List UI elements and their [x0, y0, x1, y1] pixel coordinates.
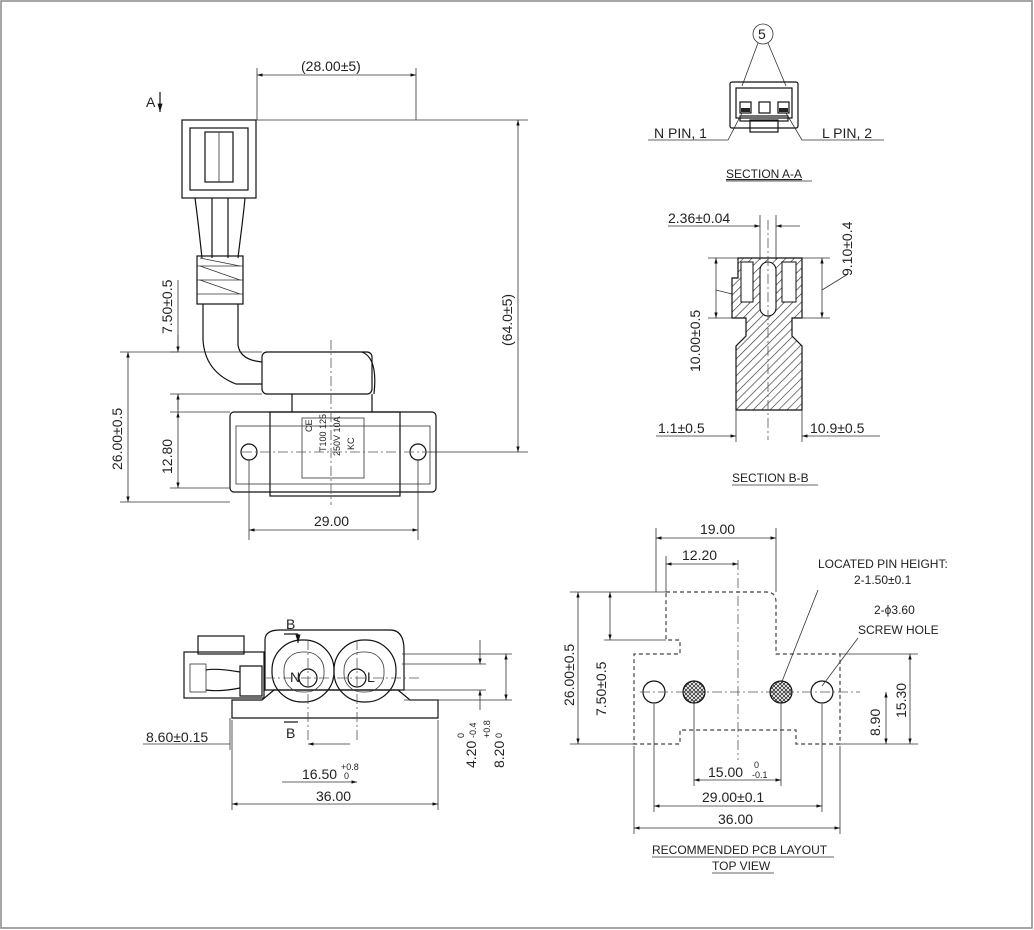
svg-text:CE: CE: [304, 419, 314, 432]
dim-pcb-left-inner: 7.50±0.5: [593, 661, 609, 716]
dim-top-right-1-tol-upper: 0: [456, 733, 466, 738]
label-n: N: [290, 669, 300, 685]
svg-text:KC: KC: [346, 437, 356, 450]
pin-note-1: LOCATED PIN HEIGHT:: [818, 557, 948, 571]
dim-pcb-pins: 15.00: [708, 764, 743, 780]
front-view: A CE T100 125 250V 10A KC: [109, 58, 528, 540]
dim-pcb-top-2: 12.20: [682, 547, 717, 563]
dim-front-bottom: 29.00: [314, 513, 349, 529]
connector-inner: [189, 127, 249, 191]
dim-top-right-2-tol-upper: +0.8: [482, 720, 492, 738]
wire-bend: [202, 304, 263, 385]
top-view: N L B B 8.60±0.15 16.50 +0.8 0 36.00: [143, 616, 512, 810]
dim-top-right-2-tol-lower: 0: [494, 733, 504, 738]
base-center: [269, 411, 401, 497]
pin-note-2: 2-1.50±0.1: [854, 573, 912, 587]
l-contact: [347, 668, 367, 688]
l-pin-slot: [777, 101, 790, 114]
connector-housing: [181, 119, 257, 199]
hole-note-1: 2-ϕ3.60: [874, 603, 915, 617]
dim-pcb-pins-tol-upper: 0: [754, 760, 759, 770]
view-arrow-label: A: [146, 94, 156, 110]
top-body: [264, 629, 405, 691]
top-base: [231, 689, 439, 719]
dim-top-middle-tol-lower: 0: [344, 771, 349, 781]
top-connector-cap: [197, 635, 245, 655]
dim-pcb-pins-tol-lower: -0.1: [752, 770, 768, 780]
balloon-5: [752, 23, 774, 45]
dim-b-right: 9.10±0.4: [839, 221, 855, 276]
dim-b-left-bottom: 1.1±0.5: [658, 420, 705, 436]
dim-pcb-top-1: 19.00: [700, 521, 735, 537]
dim-front-total-height: (64.0±5): [499, 294, 515, 346]
dim-front-left-lower: 12.80: [159, 439, 175, 474]
l-pin-label: L PIN, 2: [822, 125, 872, 141]
pcb-outline: [633, 591, 841, 745]
dim-front-left-total: 26.00±0.5: [109, 408, 125, 470]
dim-top-bottom: 36.00: [316, 788, 351, 804]
socket-housing: [729, 81, 799, 129]
balloon-label: 5: [758, 26, 766, 42]
n-pin-label: N PIN, 1: [654, 125, 707, 141]
dim-front-left-upper: 7.50±0.5: [159, 279, 175, 334]
section-a-a: 5 N PIN, 1 L PIN, 2 SECTION A-A: [648, 23, 884, 182]
section-a-a-title: SECTION A-A: [726, 167, 802, 181]
dim-b-width: 2.36±0.04: [668, 210, 730, 226]
section-mark-b-bottom: B: [286, 725, 295, 741]
n-pin-slot: [739, 101, 752, 114]
top-connector: [183, 651, 265, 699]
dim-pcb-total: 36.00: [718, 811, 753, 827]
dim-pcb-right-1: 8.90: [867, 709, 883, 736]
svg-text:250V 10A: 250V 10A: [332, 416, 342, 456]
dim-pcb-left-total: 26.00±0.5: [561, 644, 577, 706]
dim-top-right-1-tol-lower: -0.4: [468, 722, 478, 738]
dim-top-middle: 16.50: [302, 766, 337, 782]
section-mark-b-top: B: [286, 616, 295, 632]
dim-pcb-holes: 29.00±0.1: [702, 789, 764, 805]
dim-top-left: 8.60±0.15: [146, 729, 208, 745]
terminal-cap: [261, 351, 373, 395]
pcb-subtitle: TOP VIEW: [712, 859, 771, 873]
hole-note-2: SCREW HOLE: [858, 623, 939, 637]
certification-label: [301, 417, 365, 479]
dim-b-height: 10.00±0.5: [687, 310, 703, 372]
dim-top-right-1: 4.20: [463, 741, 479, 768]
dim-pcb-right-2: 15.30: [893, 683, 909, 718]
pcb-layout: 19.00 12.20 LOCATED PIN HEIGHT: 2-1.50±0…: [561, 521, 948, 874]
socket-key: [749, 119, 779, 133]
n-contact: [298, 668, 318, 688]
section-b-b: 2.36±0.04 9.10±0.4 10.00±0.5 1.1±0.5 10.…: [656, 210, 880, 486]
dim-b-right-bottom: 10.9±0.5: [810, 420, 865, 436]
center-slot: [758, 101, 771, 114]
dim-front-top: (28.00±5): [301, 58, 361, 74]
top-l-socket: [333, 639, 397, 703]
section-b-b-title: SECTION B-B: [732, 471, 809, 485]
dim-top-right-2: 8.20: [491, 741, 507, 768]
pcb-title: RECOMMENDED PCB LAYOUT: [652, 843, 828, 857]
wire-bundle: [194, 197, 246, 259]
svg-text:T100 125: T100 125: [318, 414, 328, 452]
dim-top-middle-tol-upper: +0.8: [341, 762, 359, 772]
label-l: L: [367, 669, 375, 685]
